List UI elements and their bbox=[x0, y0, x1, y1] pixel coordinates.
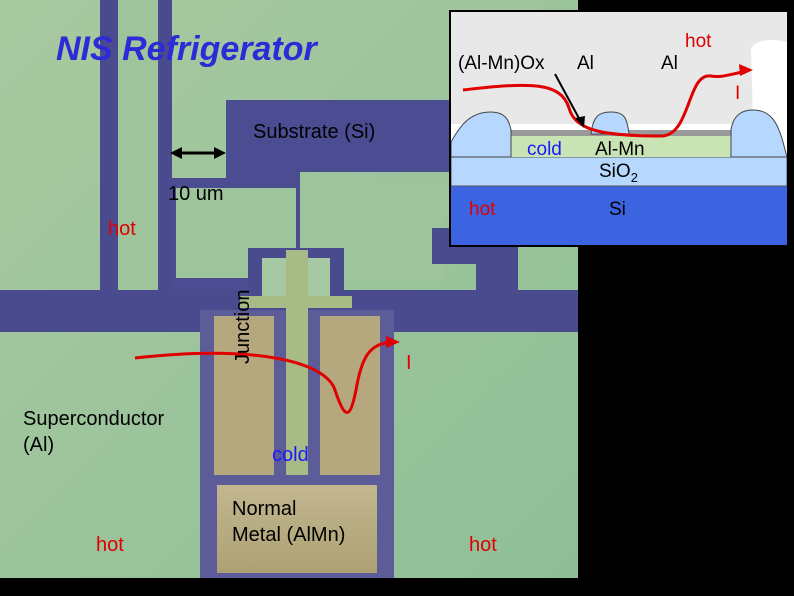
hot-label-bottom-left: hot bbox=[96, 534, 124, 556]
oxide-label: (Al-Mn)Ox bbox=[458, 53, 545, 74]
substrate-label: Substrate (Si) bbox=[253, 121, 376, 143]
normal-metal-label-2: Metal (AlMn) bbox=[232, 524, 346, 546]
al-label-right: Al bbox=[661, 53, 678, 74]
hot-label-inset-mid: hot bbox=[469, 199, 496, 220]
scale-label: 10 um bbox=[168, 183, 224, 205]
cold-label-main: cold bbox=[272, 444, 309, 466]
al-electrode-center bbox=[590, 111, 630, 135]
al-electrode-left bbox=[451, 111, 512, 158]
sio2-label-sub: 2 bbox=[630, 169, 638, 185]
current-label-main: I bbox=[406, 352, 412, 374]
si-layer bbox=[451, 186, 787, 245]
si-label: Si bbox=[609, 199, 626, 220]
current-arrow-inset-head bbox=[739, 64, 753, 76]
current-arrow-main bbox=[134, 340, 391, 414]
superconductor-label-1: Superconductor bbox=[23, 408, 165, 430]
normal-metal-pad bbox=[207, 475, 387, 578]
cold-label-inset: cold bbox=[527, 139, 562, 160]
superconductor-label-2: (Al) bbox=[23, 434, 55, 456]
al-electrode-right bbox=[730, 109, 787, 158]
hot-label-left: hot bbox=[108, 218, 136, 240]
current-label-inset: I bbox=[735, 83, 741, 104]
al-label-left: Al bbox=[577, 53, 594, 74]
sio2-label-base: SiO bbox=[599, 161, 631, 182]
current-arrow-inset bbox=[462, 70, 744, 138]
oxide-pointer bbox=[554, 73, 582, 123]
junction-label: Junction bbox=[232, 289, 254, 365]
hot-label-inset-top: hot bbox=[685, 31, 712, 52]
page-title: NIS Refrigerator bbox=[56, 30, 317, 68]
cross-section-inset: (Al-Mn)Ox Al Al hot I cold Al-Mn SiO2 ho… bbox=[449, 10, 789, 247]
sio2-label: SiO2 bbox=[599, 161, 638, 185]
cross-section-drawing bbox=[451, 12, 787, 245]
almn-label: Al-Mn bbox=[595, 139, 645, 160]
current-arrow-main-head bbox=[386, 336, 400, 348]
normal-metal-label-1: Normal bbox=[232, 498, 297, 520]
hot-label-bottom-right: hot bbox=[469, 534, 497, 556]
